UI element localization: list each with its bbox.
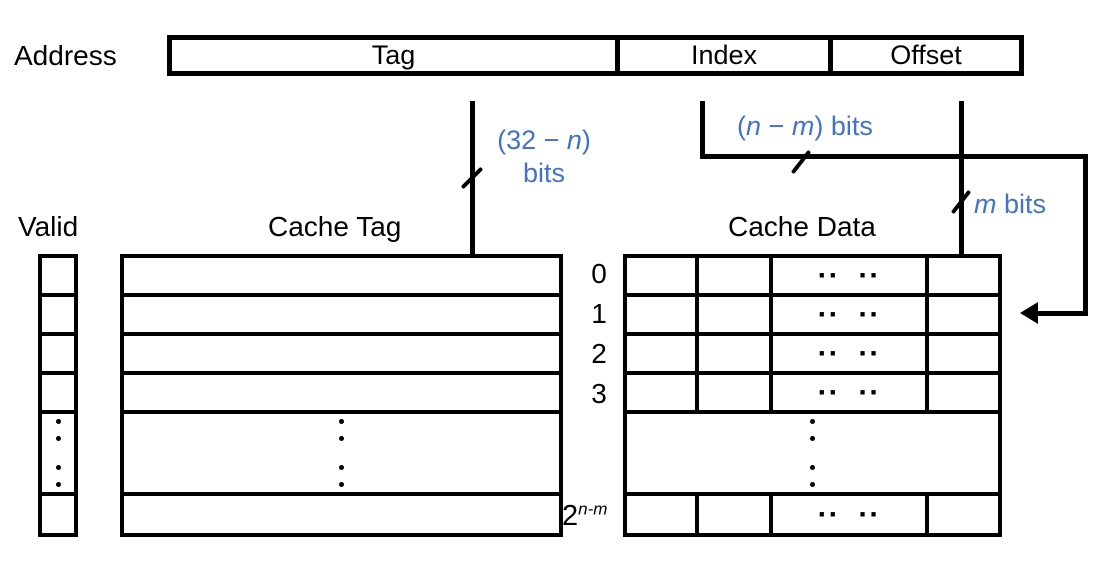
data-cell [627, 297, 699, 332]
valid-ellipsis-row [42, 414, 74, 496]
index-line-across [700, 154, 1088, 159]
address-field-offset: Offset [833, 40, 1019, 71]
vertical-ellipsis [124, 414, 559, 492]
cache-tag-table [120, 254, 563, 537]
address-field-tag-label: Tag [371, 40, 416, 70]
row-index-0: 0 [591, 258, 607, 289]
data-cell [929, 258, 998, 293]
horizontal-ellipsis: ·· ·· [817, 258, 881, 292]
tag-arrow-line [470, 101, 475, 300]
data-cell [699, 496, 773, 533]
index-arrowhead-icon [1020, 302, 1038, 324]
data-cell [627, 375, 699, 410]
valid-column-label: Valid [18, 211, 79, 242]
cache-data-row-last: ·· ·· [627, 496, 998, 533]
vertical-ellipsis [42, 414, 74, 492]
data-cell: ·· ·· [773, 258, 929, 293]
address-field-index: Index [620, 40, 833, 71]
cache-data-table: ·· ·· ·· ·· ·· ·· ·· ·· [623, 254, 1002, 537]
address-field-offset-label: Offset [890, 40, 962, 70]
row-index-last: 2n-m [562, 499, 608, 532]
data-cell [929, 496, 998, 533]
valid-cell-last [42, 496, 74, 533]
cache-data-ellipsis-row [627, 414, 998, 496]
cache-tag-label: Cache Tag [268, 211, 402, 242]
cache-tag-row-3 [124, 375, 559, 414]
index-line-right-down [1083, 154, 1088, 316]
row-index-3: 3 [591, 378, 607, 409]
cache-tag-ellipsis-row [124, 414, 559, 496]
data-cell [627, 336, 699, 371]
vertical-ellipsis [627, 414, 998, 492]
valid-cell-0 [42, 258, 74, 297]
index-bit-width-label: (n − m) bits [737, 111, 873, 141]
data-cell: ·· ·· [773, 336, 929, 371]
index-line-into-table [1037, 311, 1087, 316]
offset-bit-width-label: m bits [974, 189, 1047, 219]
row-index-1: 1 [591, 298, 607, 329]
horizontal-ellipsis: ·· ·· [817, 336, 881, 370]
data-cell [699, 297, 773, 332]
data-cell [627, 496, 699, 533]
index-line-down [700, 101, 705, 158]
cache-data-row-3: ·· ·· [627, 375, 998, 414]
address-field-tag: Tag [172, 40, 620, 71]
cache-tag-row-last [124, 496, 559, 533]
data-cell [929, 375, 998, 410]
data-cell: ·· ·· [773, 375, 929, 410]
data-cell: ·· ·· [773, 496, 929, 533]
data-cell [699, 258, 773, 293]
address-field-index-label: Index [690, 40, 758, 70]
tag-bit-width-label: (32 − n) bits [497, 125, 591, 188]
valid-cell-2 [42, 336, 74, 375]
cache-data-row-2: ·· ·· [627, 336, 998, 375]
data-cell [929, 336, 998, 371]
horizontal-ellipsis: ·· ·· [817, 375, 881, 409]
address-box: Tag Index Offset [167, 35, 1024, 76]
cache-data-row-1: ·· ·· [627, 297, 998, 336]
cache-data-label: Cache Data [728, 211, 876, 242]
horizontal-ellipsis: ·· ·· [817, 297, 881, 331]
data-cell [929, 297, 998, 332]
horizontal-ellipsis: ·· ·· [817, 497, 881, 531]
cache-tag-row-2 [124, 336, 559, 375]
data-cell [699, 336, 773, 371]
address-row-label: Address [14, 40, 117, 71]
cache-tag-row-1 [124, 297, 559, 336]
valid-column [38, 254, 78, 537]
valid-cell-1 [42, 297, 74, 336]
cache-tag-row-0 [124, 258, 559, 297]
data-cell: ·· ·· [773, 297, 929, 332]
data-cell [699, 375, 773, 410]
cache-data-row-0: ·· ·· [627, 258, 998, 297]
data-cell [627, 258, 699, 293]
valid-cell-3 [42, 375, 74, 414]
row-index-2: 2 [591, 338, 607, 369]
